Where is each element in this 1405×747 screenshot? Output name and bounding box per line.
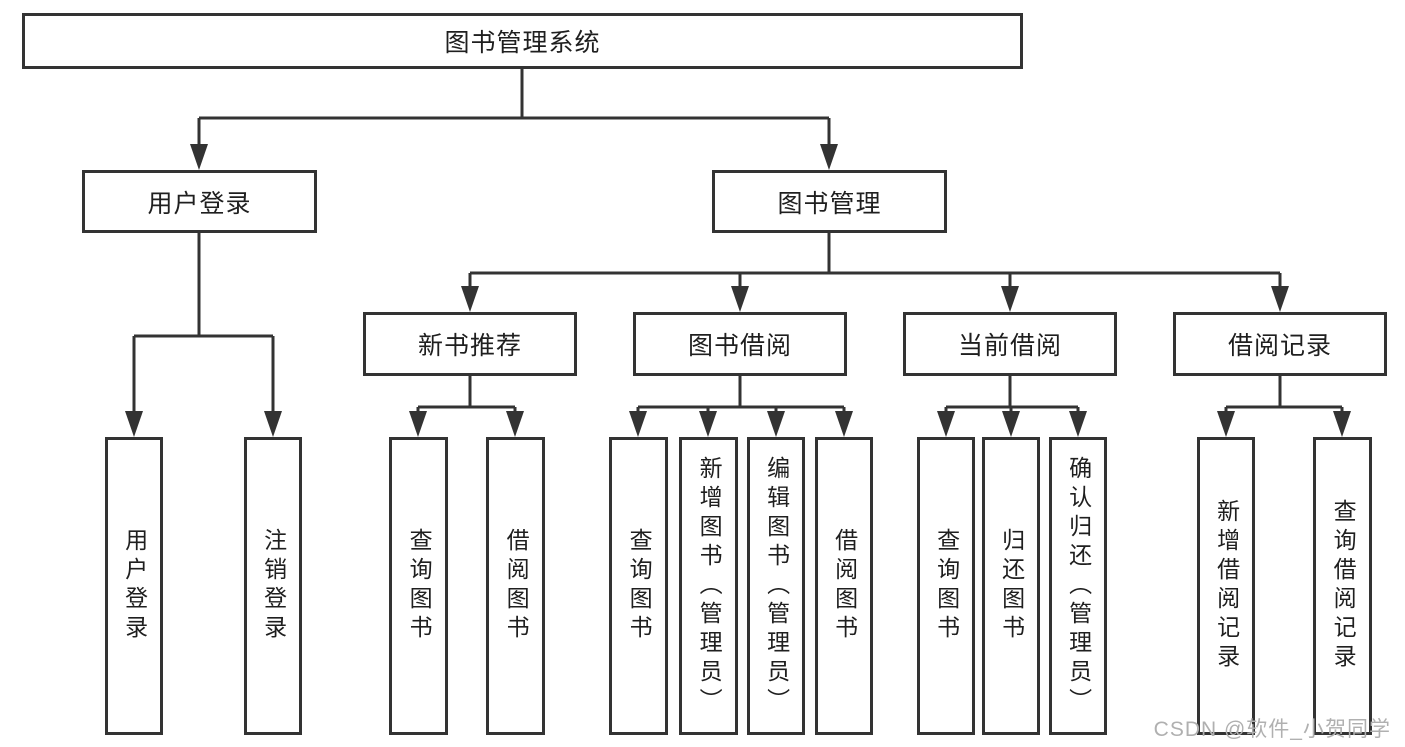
leaf-bb-borrow-books-label: 借阅图书 bbox=[831, 528, 858, 644]
leaf-user-login: 用户登录 bbox=[105, 437, 163, 735]
node-book-management: 图书管理 bbox=[712, 170, 947, 233]
leaf-cb-return-books: 归还图书 bbox=[982, 437, 1040, 735]
csdn-watermark: CSDN @软件_小贺同学 bbox=[1153, 718, 1391, 741]
node-new-book-recommend: 新书推荐 bbox=[363, 312, 577, 376]
leaf-bb-query-books: 查询图书 bbox=[609, 437, 668, 735]
leaf-logout-label: 注销登录 bbox=[260, 528, 287, 644]
node-borrow-record: 借阅记录 bbox=[1173, 312, 1387, 376]
node-new-book-recommend-label: 新书推荐 bbox=[417, 332, 522, 360]
leaf-bb-edit-books-admin: 编辑图书（管理员） bbox=[747, 437, 805, 735]
connector-arrowheads bbox=[125, 144, 1351, 437]
leaf-logout: 注销登录 bbox=[244, 437, 302, 735]
node-book-borrow: 图书借阅 bbox=[633, 312, 847, 376]
node-user-login-label: 用户登录 bbox=[147, 189, 252, 218]
leaf-nbr-query-books-label: 查询图书 bbox=[406, 528, 433, 644]
leaf-bb-add-books-admin: 新增图书（管理员） bbox=[679, 437, 738, 735]
leaf-cb-confirm-return-admin-label: 确认归还（管理员） bbox=[1065, 455, 1092, 717]
leaf-nbr-query-books: 查询图书 bbox=[389, 437, 448, 735]
leaf-br-query-record: 查询借阅记录 bbox=[1313, 437, 1372, 735]
node-current-borrow: 当前借阅 bbox=[903, 312, 1117, 376]
node-borrow-record-label: 借阅记录 bbox=[1227, 332, 1332, 360]
node-book-management-label: 图书管理 bbox=[777, 189, 882, 218]
leaf-cb-return-books-label: 归还图书 bbox=[998, 528, 1025, 644]
connector-lines bbox=[132, 68, 1344, 417]
leaf-bb-borrow-books: 借阅图书 bbox=[815, 437, 873, 735]
leaf-nbr-borrow-books: 借阅图书 bbox=[486, 437, 545, 735]
leaf-cb-confirm-return-admin: 确认归还（管理员） bbox=[1049, 437, 1107, 735]
leaf-br-add-record-label: 新增借阅记录 bbox=[1213, 499, 1240, 673]
node-root-system: 图书管理系统 bbox=[22, 13, 1023, 69]
leaf-user-login-label: 用户登录 bbox=[121, 528, 148, 644]
node-current-borrow-label: 当前借阅 bbox=[957, 332, 1062, 360]
leaf-br-add-record: 新增借阅记录 bbox=[1197, 437, 1255, 735]
leaf-cb-query-books: 查询图书 bbox=[917, 437, 975, 735]
leaf-br-query-record-label: 查询借阅记录 bbox=[1330, 499, 1357, 673]
node-user-login: 用户登录 bbox=[82, 170, 317, 233]
leaf-bb-add-books-admin-label: 新增图书（管理员） bbox=[696, 455, 723, 717]
leaf-bb-query-books-label: 查询图书 bbox=[626, 528, 653, 644]
node-root-system-label: 图书管理系统 bbox=[444, 29, 601, 57]
node-book-borrow-label: 图书借阅 bbox=[687, 332, 792, 360]
leaf-cb-query-books-label: 查询图书 bbox=[933, 528, 960, 644]
leaf-bb-edit-books-admin-label: 编辑图书（管理员） bbox=[763, 455, 790, 717]
leaf-nbr-borrow-books-label: 借阅图书 bbox=[503, 528, 530, 644]
